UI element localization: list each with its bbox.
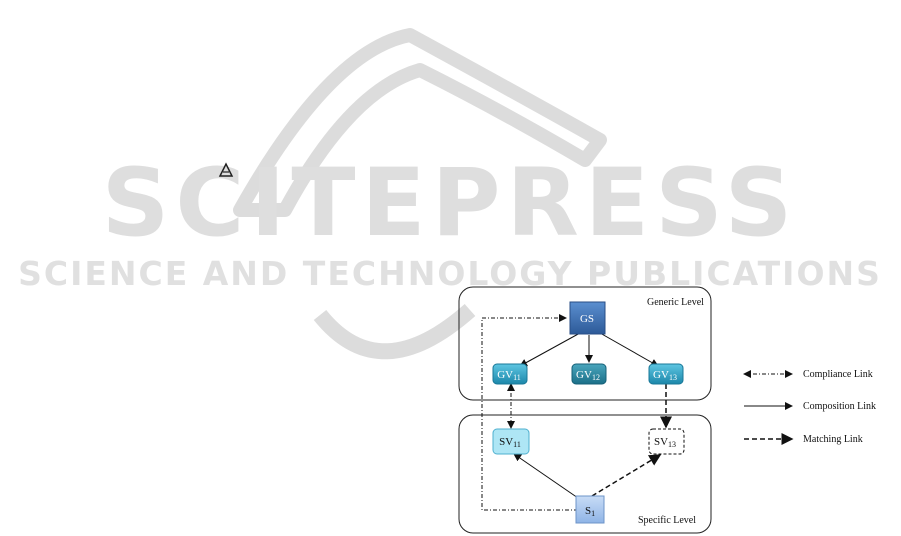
generic-level-label: Generic Level <box>647 297 704 308</box>
node-gv13: GV13 <box>649 364 683 384</box>
node-gv12-sub: 12 <box>592 373 600 382</box>
watermark-swoosh-icon <box>320 310 470 351</box>
node-sv11-label: SV <box>499 436 513 448</box>
node-gs: GS <box>570 302 605 334</box>
watermark-subtitle: SCIENCE AND TECHNOLOGY PUBLICATIONS <box>18 254 882 293</box>
node-sv13-label: SV <box>654 436 668 448</box>
node-sv13-sub: 13 <box>668 440 676 449</box>
compliance-link-s1-gs <box>482 318 578 510</box>
node-gv11-sub: 11 <box>513 373 521 382</box>
node-gs-label: GS <box>580 313 594 325</box>
watermark: SCITEPRESS SCIENCE AND TECHNOLOGY PUBLIC… <box>18 35 882 351</box>
legend-matching-label: Matching Link <box>803 434 863 445</box>
node-gv12: GV12 <box>572 364 606 384</box>
svg-text:GS: GS <box>580 313 594 325</box>
legend-compliance-label: Compliance Link <box>803 369 873 380</box>
node-sv11-sub: 11 <box>513 440 521 449</box>
legend: Compliance Link Composition Link Matchin… <box>744 369 876 445</box>
node-gv13-label: GV <box>653 369 669 381</box>
composition-link-gs-gv13 <box>600 333 658 366</box>
matching-link-s1-sv13 <box>592 455 660 496</box>
node-gv12-label: GV <box>576 369 592 381</box>
watermark-title: SCITEPRESS <box>102 149 799 258</box>
node-gv11: GV11 <box>493 364 527 384</box>
legend-composition-label: Composition Link <box>803 401 876 412</box>
specific-level-label: Specific Level <box>638 515 696 526</box>
node-s1-sub: 1 <box>591 509 595 518</box>
node-gv13-sub: 13 <box>669 373 677 382</box>
node-sv11: SV11 <box>493 429 529 454</box>
composition-link-gs-gv11 <box>520 333 580 366</box>
composition-link-s1-sv11 <box>514 454 578 498</box>
node-sv13: SV13 <box>649 429 684 454</box>
node-gv11-label: GV <box>497 369 513 381</box>
node-s1: S1 <box>576 496 604 523</box>
